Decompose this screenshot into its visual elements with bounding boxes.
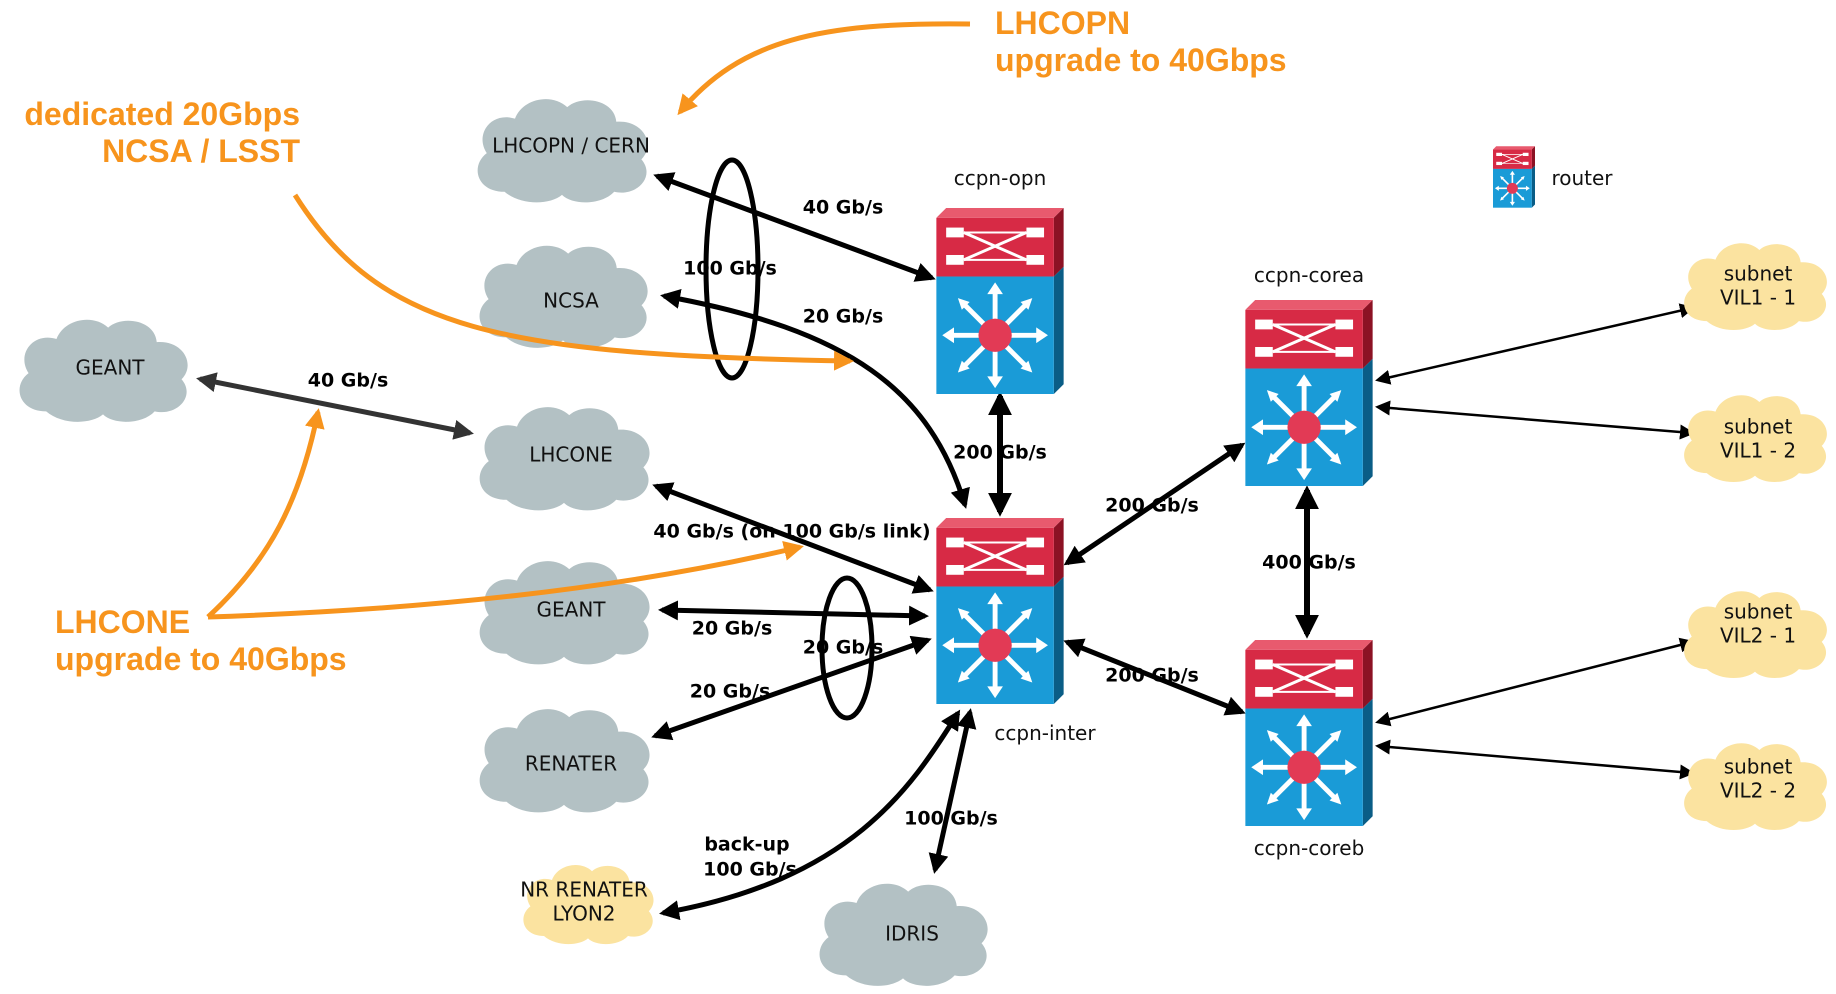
link-corea-vil1-1 <box>1375 303 1695 385</box>
link-label-idris-inter: 100 Gb/s <box>904 808 998 830</box>
note-dedicated-subtitle: NCSA / LSST <box>102 133 300 169</box>
link-lhcopn-opn <box>653 172 936 282</box>
link-label-geant-lhcone: 40 Gb/s <box>308 370 389 392</box>
link-label-group-20: 20 Gb/s <box>803 637 884 659</box>
link-inter-corea <box>1063 442 1246 566</box>
link-label-backup-1: back-up <box>704 834 789 856</box>
cloud-label-nr-renater-1: NR RENATER <box>520 878 648 902</box>
cloud-label-idris: IDRIS <box>885 922 939 946</box>
cloud-label-vil2-1-b: VIL2 - 1 <box>1720 624 1796 648</box>
note-arrow-lhcone-up <box>206 408 325 619</box>
cloud-label-geant-left: GEANT <box>76 356 146 380</box>
group-ellipse-100 <box>703 157 761 381</box>
link-ncsa-inter <box>660 289 970 509</box>
router-label-opn: ccpn-opn <box>954 166 1047 190</box>
note-lhcone-subtitle: upgrade to 40Gbps <box>55 641 347 677</box>
note-lhcopn-subtitle: upgrade to 40Gbps <box>995 42 1287 78</box>
cloud-label-vil2-1-a: subnet <box>1724 600 1793 624</box>
router-label-inter: ccpn-inter <box>994 721 1096 745</box>
router-ccpn-corea <box>1245 300 1372 486</box>
group-ellipse-20 <box>819 575 875 721</box>
router-ccpn-inter <box>936 518 1063 704</box>
note-dedicated-title: dedicated 20Gbps <box>24 96 300 132</box>
cloud-label-vil1-2-b: VIL1 - 2 <box>1720 439 1796 463</box>
cloud-label-lhcone: LHCONE <box>529 443 613 467</box>
link-coreb-vil2-1 <box>1375 637 1695 727</box>
router-label-coreb: ccpn-coreb <box>1254 836 1365 860</box>
link-label-lhcone-inter: 40 Gb/s (on 100 Gb/s link) <box>653 521 930 543</box>
note-arrow-dedicated <box>292 193 854 371</box>
note-arrow-lhcone-right <box>207 540 804 620</box>
cloud-label-vil1-1-b: VIL1 - 1 <box>1720 286 1796 310</box>
link-label-opn-inter: 200 Gb/s <box>953 442 1047 464</box>
router-label-corea: ccpn-corea <box>1254 263 1364 287</box>
link-geant-inter <box>658 600 929 626</box>
link-label-group-100: 100 Gb/s <box>683 258 777 280</box>
link-label-lhcopn-opn: 40 Gb/s <box>803 197 884 219</box>
link-idris-inter <box>928 708 977 874</box>
link-corea-vil1-2 <box>1375 400 1695 440</box>
note-arrow-lhcopn <box>677 21 971 116</box>
link-label-ncsa-inter: 20 Gb/s <box>803 306 884 328</box>
note-lhcone-title: LHCONE <box>55 604 190 640</box>
link-label-renater-inter: 20 Gb/s <box>690 681 771 703</box>
cloud-label-lhcopn-cern: LHCOPN / CERN <box>492 134 650 158</box>
link-label-backup-2: 100 Gb/s <box>703 859 797 881</box>
link-coreb-vil2-2 <box>1375 739 1695 780</box>
link-label-inter-coreb: 200 Gb/s <box>1105 665 1199 687</box>
link-label-inter-corea: 200 Gb/s <box>1105 495 1199 517</box>
cloud-label-vil1-2-a: subnet <box>1724 415 1793 439</box>
link-label-corea-coreb: 400 Gb/s <box>1262 552 1356 574</box>
router-ccpn-opn <box>936 208 1063 394</box>
cloud-label-vil2-2-b: VIL2 - 2 <box>1720 779 1796 803</box>
cloud-label-nr-renater-2: LYON2 <box>552 902 615 926</box>
legend-router-label: router <box>1551 166 1613 190</box>
cloud-label-vil1-1-a: subnet <box>1724 262 1793 286</box>
link-geant-lhcone <box>196 372 474 440</box>
link-label-geant-inter: 20 Gb/s <box>692 618 773 640</box>
router-legend-icon <box>1493 146 1535 208</box>
cloud-label-ncsa: NCSA <box>543 289 599 313</box>
router-ccpn-coreb <box>1245 640 1372 826</box>
link-lhcone-inter <box>652 482 934 594</box>
note-lhcopn-title: LHCOPN <box>995 5 1130 41</box>
cloud-label-vil2-2-a: subnet <box>1724 755 1793 779</box>
cloud-label-geant: GEANT <box>537 598 607 622</box>
link-inter-coreb <box>1063 638 1246 716</box>
cloud-label-renater: RENATER <box>525 752 617 776</box>
